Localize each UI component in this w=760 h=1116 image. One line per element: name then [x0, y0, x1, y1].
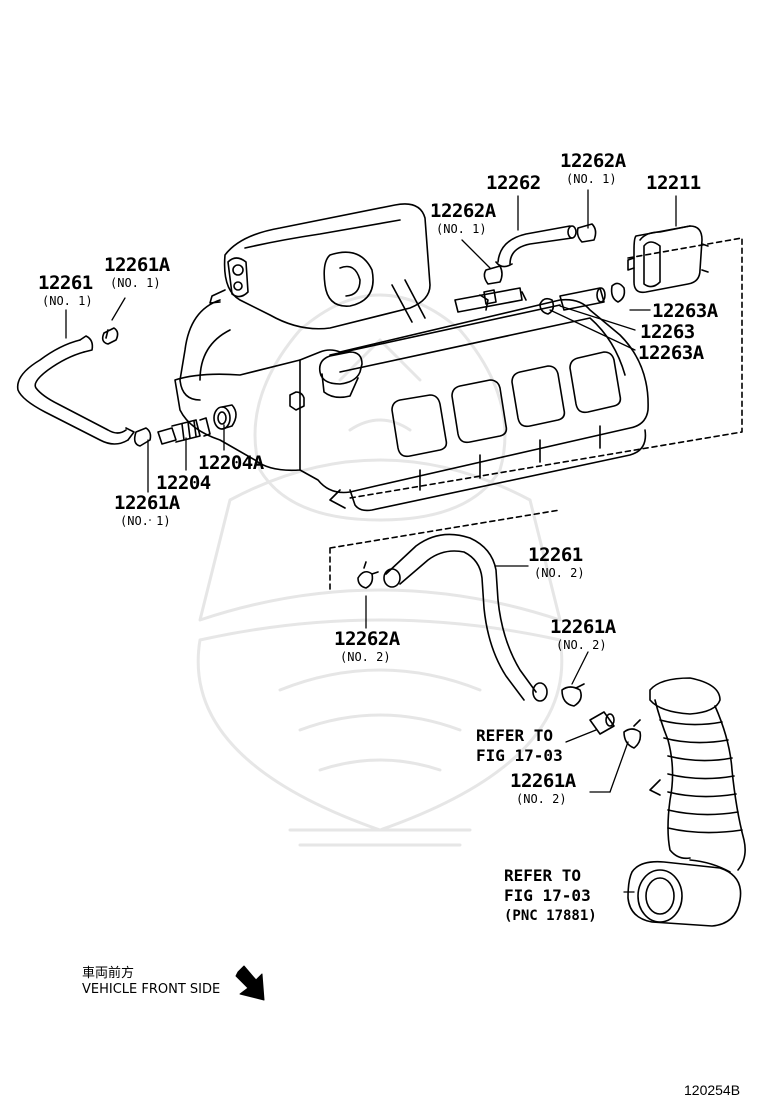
part-label-12261-no2: 12261: [528, 544, 583, 566]
part-label-12211: 12211: [646, 172, 701, 194]
pcv-valve-12204: [157, 404, 237, 445]
part-label-12261a-no2-bottom: 12261A: [510, 770, 576, 792]
part-label-12263a-upper: 12263A: [652, 300, 718, 322]
hose-12261-no1: [16, 327, 152, 447]
refer-note-1: REFER TO FIG 17-03: [476, 726, 563, 766]
refer-note-1-line2: FIG 17-03: [476, 746, 563, 765]
hose-12263: [539, 282, 626, 315]
refer-note-2-line2: FIG 17-03: [504, 886, 591, 905]
part-note-12261-no2: (NO. 2): [534, 566, 585, 580]
part-label-12263a-lower: 12263A: [638, 342, 704, 364]
pcv-assembly-12211: [627, 225, 709, 294]
air-intake-hose: [627, 677, 746, 927]
clamps-12261a-no2: [561, 683, 642, 749]
part-label-12262a-top: 12262A: [560, 150, 626, 172]
refer-note-2: REFER TO FIG 17-03 (PNC 17881): [504, 866, 597, 926]
part-label-12261a-bottom: 12261A: [114, 492, 180, 514]
hose-12262: [483, 223, 597, 305]
part-note-12262a-top: (NO. 1): [566, 172, 617, 186]
leader-lines: [65, 189, 677, 893]
refer-note-2-line1: REFER TO: [504, 866, 582, 885]
part-note-12261a-no2-bottom: (NO. 2): [516, 792, 567, 806]
part-note-12261a-no2-top: (NO. 2): [556, 638, 607, 652]
part-note-12261-left: (NO. 1): [42, 294, 93, 308]
part-label-12261-left: 12261: [38, 272, 93, 294]
legend-front-en: VEHICLE FRONT SIDE: [82, 982, 221, 997]
part-label-12262: 12262: [486, 172, 541, 194]
refer-note-1-line1: REFER TO: [476, 726, 554, 745]
part-note-12261a-bottom: (NO. 1): [120, 514, 171, 528]
part-label-12261a-top: 12261A: [104, 254, 170, 276]
hose-12261-no2: [357, 533, 548, 702]
part-note-12262a-no2: (NO. 2): [340, 650, 391, 664]
refer-note-2-line3: (PNC 17881): [504, 908, 597, 924]
watermark-emblem: [196, 293, 564, 847]
part-label-12263: 12263: [640, 321, 695, 343]
part-note-12262a-mid: (NO. 1): [436, 222, 487, 236]
part-label-12204: 12204: [156, 472, 211, 494]
front-direction-arrow-icon: [235, 965, 265, 1001]
engine-intake-manifold: [149, 203, 649, 521]
figure-code: 120254B: [684, 1082, 741, 1098]
part-note-12261a-top: (NO. 1): [110, 276, 161, 290]
part-label-12261a-no2-top: 12261A: [550, 616, 616, 638]
dashed-assembly-box: [329, 237, 743, 593]
legend-front-jp: 車両前方: [82, 966, 135, 981]
part-label-12204a: 12204A: [198, 452, 264, 474]
part-label-12262a-no2: 12262A: [334, 628, 400, 650]
part-label-12262a-mid: 12262A: [430, 200, 496, 222]
